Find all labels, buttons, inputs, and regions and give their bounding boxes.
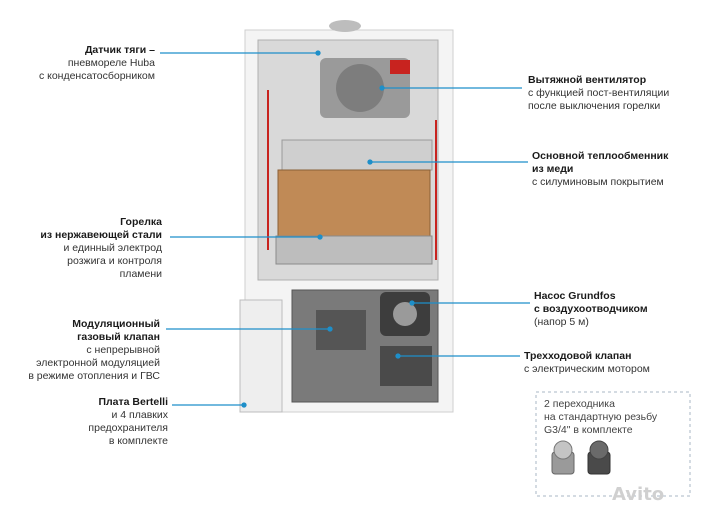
label-board: Плата Bertelli и 4 плавких предохранител…	[20, 396, 168, 448]
label-title: из нержавеющей стали	[40, 229, 162, 241]
gas-valve	[316, 310, 366, 350]
label-sub: в режиме отопления и ГВС	[28, 370, 160, 382]
label-sub: с конденсатосборником	[38, 70, 155, 82]
control-board	[239, 299, 283, 413]
label-heat-exchanger: Основной теплообменник из меди с силумин…	[532, 150, 668, 189]
label-sub: пневмореле Huba	[67, 57, 155, 69]
label-sub: предохранителя	[88, 422, 168, 434]
fan-motor	[336, 64, 384, 112]
label-sub: с электрическим мотором	[524, 363, 650, 375]
label-sub: и 4 плавких	[111, 409, 168, 421]
label-sub: и единный электрод	[63, 242, 163, 254]
label-title: Трехходовой клапан	[524, 350, 632, 362]
adapter-note: 2 переходника на стандартную резьбу G3/4…	[538, 396, 688, 498]
label-draft-sensor: Датчик тяги – пневмореле Huba с конденса…	[20, 44, 155, 83]
label-title: Горелка	[120, 216, 162, 228]
note-line: на стандартную резьбу	[544, 411, 658, 423]
adapters-image	[551, 440, 611, 475]
label-title: Модуляционный	[72, 318, 160, 330]
flue-outlet	[329, 20, 361, 32]
note-line: G3/4" в комплекте	[544, 424, 633, 436]
heat-exchanger-body	[277, 169, 431, 247]
label-burner: Горелка из нержавеющей стали и единный э…	[12, 216, 162, 281]
label-sub: электронной модуляцией	[36, 357, 160, 369]
label-sub: (напор 5 м)	[534, 316, 589, 328]
label-three-way-valve: Трехходовой клапан с электрическим мотор…	[524, 350, 650, 376]
watermark: Avito	[612, 484, 665, 505]
label-sub: пламени	[119, 268, 162, 280]
pump-head	[393, 302, 417, 326]
adapter-box	[535, 391, 691, 497]
label-fan: Вытяжной вентилятор с функцией пост-вент…	[528, 74, 669, 113]
label-sub: в комплекте	[108, 435, 168, 447]
label-title: Основной теплообменник	[532, 150, 669, 162]
wires	[267, 90, 437, 260]
label-sub: с силуминовым покрытием	[532, 176, 664, 188]
label-sub: с функцией пост-вентиляции	[528, 87, 670, 99]
label-title: Датчик тяги –	[84, 44, 155, 56]
burner	[275, 235, 433, 265]
label-title: Плата Bertelli	[98, 396, 168, 408]
note-line: 2 переходника	[544, 398, 615, 410]
label-sub: после выключения горелки	[528, 100, 661, 112]
label-title: из меди	[532, 163, 574, 175]
label-title: с воздухоотводчиком	[534, 303, 648, 315]
adapter-note-text: 2 переходника на стандартную резьбу G3/4…	[544, 398, 657, 437]
fan-connector	[390, 60, 410, 74]
label-title: Насос Grundfos	[534, 290, 616, 302]
three-way-valve	[380, 346, 432, 386]
heat-exchanger-top	[281, 139, 433, 171]
label-title: газовый клапан	[77, 331, 160, 343]
label-title: Вытяжной вентилятор	[528, 74, 647, 86]
label-pump: Насос Grundfos с воздухоотводчиком (напо…	[534, 290, 648, 329]
label-gas-valve: Модуляционный газовый клапан с непрерывн…	[10, 318, 160, 383]
label-sub: с непрерывной	[86, 344, 160, 356]
label-sub: розжига и контроля	[67, 255, 162, 267]
